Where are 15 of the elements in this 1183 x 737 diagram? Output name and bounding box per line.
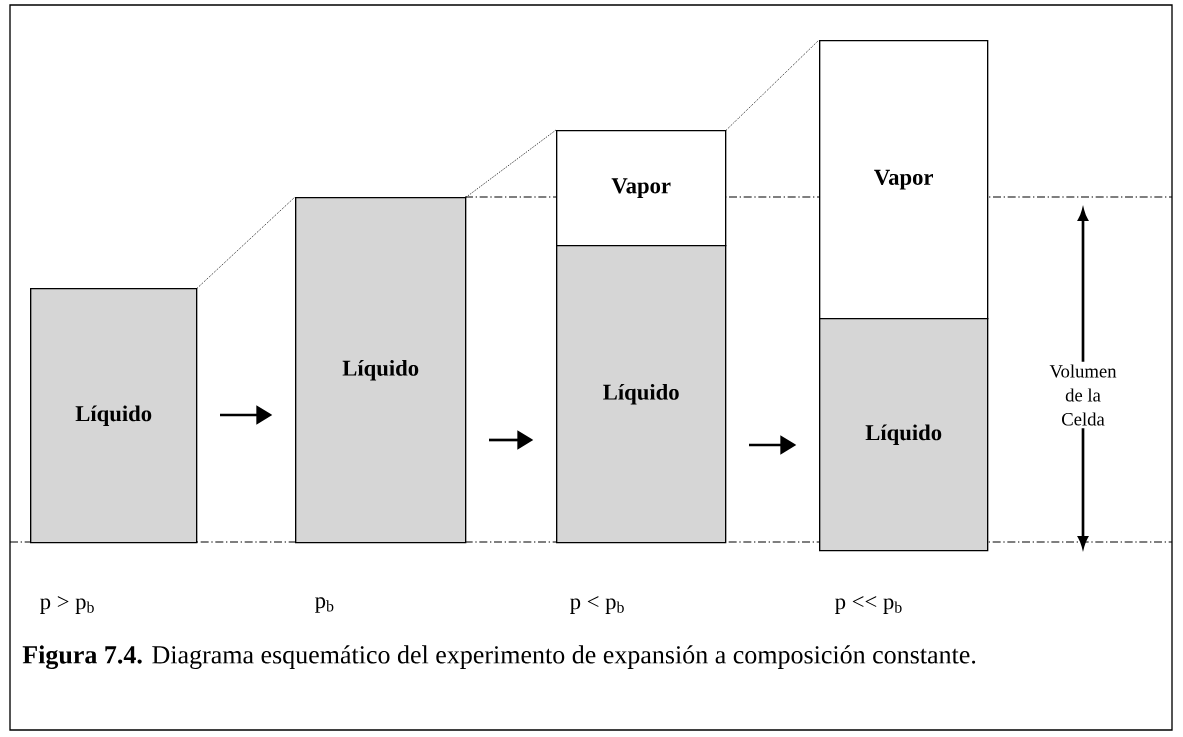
liquid-box: Líquido [30,288,198,544]
guide-line [465,129,557,198]
liquid-box: Líquido [556,245,727,544]
guide-line [196,196,296,289]
guide-line [725,39,820,131]
dimension-label: Volumen de la Celda [1043,361,1123,429]
figure-caption: Figura 7.4. Diagrama esquemático del experimento de expansión a composición constante. [22,645,976,670]
liquid-box: Líquido [819,318,989,552]
pressure-label: p < p$_{b}$ [570,596,624,614]
vapor-box: Vapor [819,40,989,320]
liquid-box: Líquido [295,197,467,544]
pressure-label: p << p$_{b}$ [835,596,902,614]
pressure-label: p$_{b}$ [315,597,334,613]
pressure-label: p > p$_{b}$ [40,596,94,614]
vapor-box: Vapor [556,130,727,247]
